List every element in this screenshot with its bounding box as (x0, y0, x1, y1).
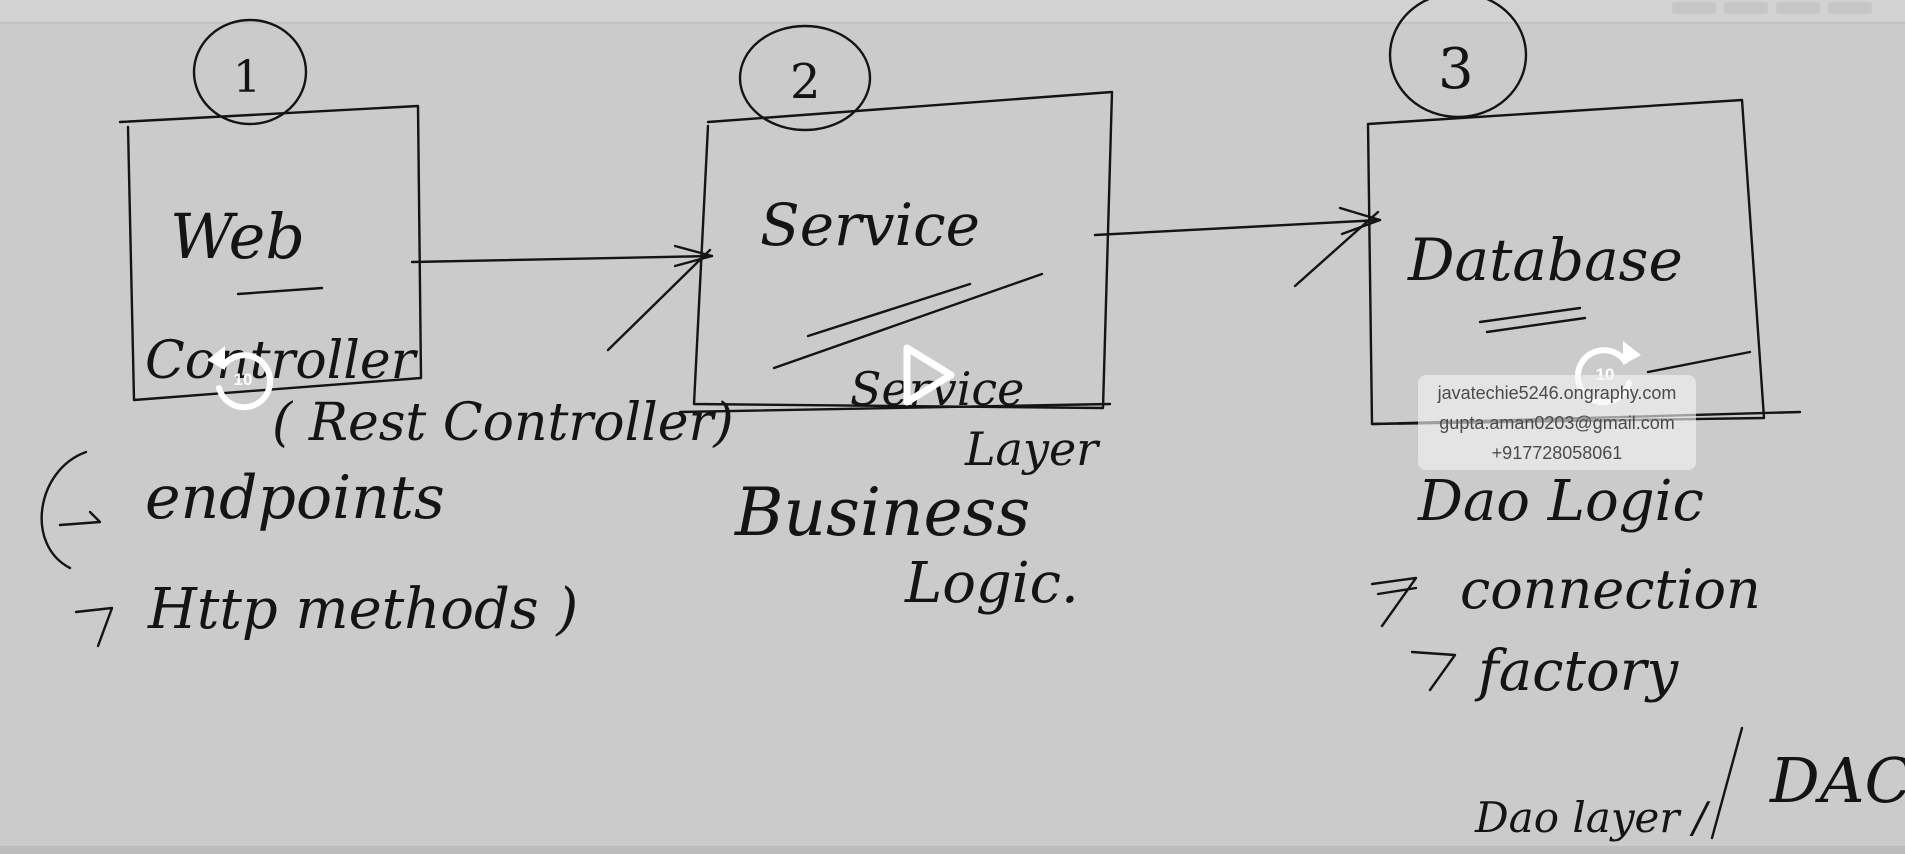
toolbar-button-4[interactable] (1828, 2, 1872, 14)
toolbar-button-3[interactable] (1776, 2, 1820, 14)
window-bottom-bar (0, 846, 1905, 854)
connection-note: connection (1460, 558, 1761, 621)
watermark-email: gupta.aman0203@gmail.com (1439, 412, 1675, 433)
dao-layer-note: Dao layer / (1474, 793, 1711, 842)
web-box (118, 104, 423, 402)
layer-note: Layer (964, 422, 1101, 476)
play-icon (903, 344, 955, 406)
service-box (692, 90, 1114, 410)
rewind-seconds-label: 10 (233, 370, 253, 389)
window-top-bar (0, 0, 1905, 24)
logic-note: Logic. (904, 551, 1079, 616)
watermark-phone: +917728058061 (1491, 442, 1623, 463)
box2-number: 2 (790, 54, 821, 110)
business-note: Business (734, 474, 1030, 551)
toolbar-button-1[interactable] (1672, 2, 1716, 14)
http-methods-note: Http methods ) (147, 577, 578, 642)
number-circle-2 (738, 24, 872, 132)
watermark-site: javatechie5246.ongraphy.com (1437, 382, 1677, 403)
arrow-web-to-service (410, 254, 714, 264)
endpoints-bracket (40, 450, 88, 570)
database-box (1366, 98, 1766, 426)
number-circle-3 (1388, 0, 1528, 119)
controller-label: Controller (145, 331, 419, 391)
service-sub-label: Service (850, 362, 1024, 416)
factory-note: factory (1474, 639, 1679, 704)
arrow-service-to-database (1093, 218, 1382, 237)
web-label: Web (170, 200, 305, 273)
toolbar-button-2[interactable] (1724, 2, 1768, 14)
number-circle-1 (192, 18, 308, 126)
database-label: Database (1407, 226, 1683, 294)
box3-number: 3 (1438, 37, 1474, 102)
dac-note: DAC (1769, 744, 1905, 817)
rewind-10-icon (207, 346, 274, 411)
rest-controller-note: ( Rest Controller) (272, 393, 734, 453)
rewind-10-button[interactable]: 10 (203, 340, 283, 420)
watermark-overlay: javatechie5246.ongraphy.com gupta.aman02… (1418, 375, 1696, 470)
box1-number: 1 (233, 52, 261, 103)
play-button[interactable] (893, 340, 963, 410)
dao-logic-note: Dao Logic (1417, 469, 1704, 534)
endpoints-note: endpoints (145, 463, 445, 533)
service-label: Service (760, 191, 980, 259)
